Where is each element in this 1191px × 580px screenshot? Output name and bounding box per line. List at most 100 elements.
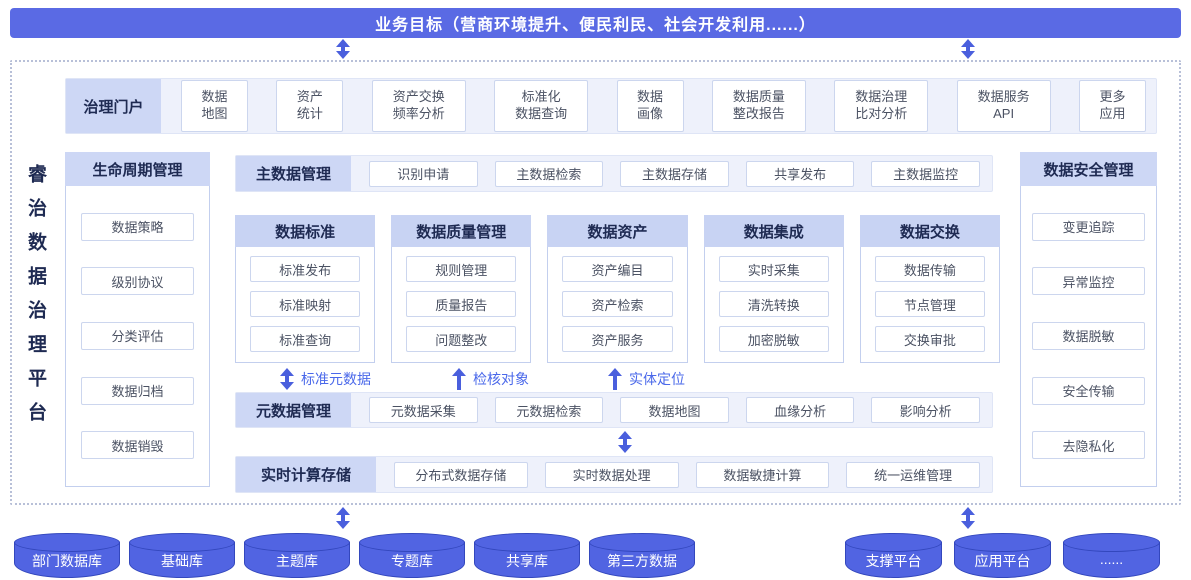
datasource-label: 主题库 (276, 553, 318, 569)
module-item: 交换审批 (874, 326, 985, 352)
flow-entity-location: 实体定位 (608, 367, 685, 391)
module-item: 资产检索 (562, 291, 673, 317)
datasource-cylinders: 部门数据库 基础库 主题库 专题库 共享库 第三方数据 (14, 533, 695, 578)
metadata-row-label: 元数据管理 (236, 393, 351, 427)
column-header: 数据交换 (859, 215, 1000, 247)
portal-item-data-profile: 数据 画像 (616, 80, 684, 132)
platform-label: 支撑平台 (865, 553, 922, 569)
portal-item-exchange-frequency: 资产交换 频率分析 (371, 80, 466, 132)
platform-container (10, 60, 1181, 505)
lifecycle-item: 分类评估 (81, 321, 194, 350)
arrow-shaft (613, 374, 617, 390)
arrow-shaft (623, 437, 627, 447)
security-item: 异常监控 (1032, 267, 1145, 296)
realtime-row-label: 实时计算存储 (236, 457, 376, 492)
realtime-computing-row: 实时计算存储 分布式数据存储 实时数据处理 数据敏捷计算 统一运维管理 (235, 456, 993, 493)
realtime-item: 统一运维管理 (846, 461, 980, 488)
portal-item-standardized-query: 标准化 数据查询 (494, 80, 589, 132)
bidirectional-arrow-icon (961, 507, 975, 529)
cylinder-top (244, 533, 350, 552)
cylinder-top (129, 533, 235, 552)
metadata-item: 血缘分析 (745, 397, 855, 423)
module-item: 实时采集 (718, 256, 829, 282)
lifecycle-column-body: 数据策略 级别协议 分类评估 数据归档 数据销毁 (65, 186, 210, 487)
datasource-label: 专题库 (391, 553, 433, 569)
column-body: 规则管理 质量报告 问题整改 (391, 247, 532, 363)
module-item: 规则管理 (406, 256, 517, 282)
datasource-cylinder: 部门数据库 (14, 533, 120, 578)
module-item: 质量报告 (406, 291, 517, 317)
module-item: 标准映射 (250, 291, 361, 317)
metadata-item: 数据地图 (620, 397, 729, 423)
cylinder-top (359, 533, 465, 552)
master-data-row: 主数据管理 识别申请 主数据检索 主数据存储 共享发布 主数据监控 (235, 155, 993, 192)
master-data-item: 共享发布 (745, 160, 855, 187)
lifecycle-item: 数据归档 (81, 376, 194, 405)
metadata-item: 影响分析 (871, 397, 980, 423)
master-data-item: 识别申请 (369, 160, 478, 187)
bidirectional-arrow-icon (336, 507, 350, 529)
master-data-items: 识别申请 主数据检索 主数据存储 共享发布 主数据监控 (351, 156, 992, 191)
data-exchange-column: 数据交换 数据传输 节点管理 交换审批 (859, 215, 1000, 363)
flow-check-object: 检核对象 (452, 367, 529, 391)
module-item: 问题整改 (406, 326, 517, 352)
flow-standard-metadata: 标准元数据 (280, 367, 371, 391)
business-goal-text: 业务目标（营商环境提升、便民利民、社会开发利用......） (375, 17, 816, 34)
security-item: 安全传输 (1032, 376, 1145, 405)
datasource-label: 部门数据库 (32, 553, 102, 569)
master-data-item: 主数据检索 (494, 160, 604, 187)
datasource-label: 共享库 (506, 553, 548, 569)
data-asset-column: 数据资产 资产编目 资产检索 资产服务 (547, 215, 688, 363)
bidirectional-arrow-icon (618, 431, 632, 453)
column-header: 数据质量管理 (391, 215, 532, 247)
platform-cylinder: 支撑平台 (845, 533, 942, 578)
metadata-item: 元数据采集 (369, 397, 478, 423)
arrow-shaft (341, 513, 345, 523)
cylinder-top (474, 533, 580, 552)
master-data-row-label: 主数据管理 (236, 156, 351, 191)
security-item: 去隐私化 (1032, 431, 1145, 460)
module-item: 节点管理 (874, 291, 985, 317)
cylinder-top (1063, 533, 1160, 552)
security-column-header: 数据安全管理 (1020, 152, 1157, 186)
module-item: 标准发布 (250, 256, 361, 282)
datasource-cylinder: 共享库 (474, 533, 580, 578)
platform-title: 睿治数据治理平台 (25, 164, 46, 436)
cylinder-top (589, 533, 695, 552)
portal-row-label: 治理门户 (66, 79, 161, 133)
column-header: 数据标准 (235, 215, 376, 247)
arrow-shaft (966, 513, 970, 523)
platform-cylinder: ...... (1063, 533, 1160, 578)
realtime-item: 数据敏捷计算 (695, 461, 830, 488)
data-security-column: 数据安全管理 变更追踪 异常监控 数据脱敏 安全传输 去隐私化 (1020, 152, 1157, 487)
cylinder-top (845, 533, 942, 552)
portal-item-quality-report: 数据质量 整改报告 (711, 80, 806, 132)
data-standard-column: 数据标准 标准发布 标准映射 标准查询 (235, 215, 376, 363)
security-column-body: 变更追踪 异常监控 数据脱敏 安全传输 去隐私化 (1020, 186, 1157, 487)
lifecycle-management-column: 生命周期管理 数据策略 级别协议 分类评估 数据归档 数据销毁 (65, 152, 210, 487)
arrow-up-icon (608, 368, 622, 390)
lifecycle-item: 级别协议 (81, 267, 194, 296)
column-body: 资产编目 资产检索 资产服务 (547, 247, 688, 363)
platform-label: 应用平台 (974, 553, 1031, 569)
portal-item-data-service-api: 数据服务 API (956, 80, 1051, 132)
column-body: 数据传输 节点管理 交换审批 (859, 247, 1000, 363)
cylinder-top (14, 533, 120, 552)
module-columns: 数据标准 标准发布 标准映射 标准查询 数据质量管理 规则管理 质量报告 问题整… (235, 215, 1000, 363)
bidirectional-arrow-icon (336, 39, 350, 59)
datasource-label: 第三方数据 (607, 553, 677, 569)
portal-items: 数据 地图 资产 统计 资产交换 频率分析 标准化 数据查询 数据 画像 数据质… (173, 79, 1150, 133)
flow-label: 标准元数据 (301, 371, 371, 387)
bidirectional-arrow-icon (961, 39, 975, 59)
arrow-shaft (285, 374, 289, 384)
cylinder-top (954, 533, 1051, 552)
security-item: 变更追踪 (1032, 212, 1145, 241)
lifecycle-item: 数据策略 (81, 212, 194, 241)
column-body: 标准发布 标准映射 标准查询 (235, 247, 376, 363)
portal-item-governance-compare: 数据治理 比对分析 (834, 80, 929, 132)
module-item: 标准查询 (250, 326, 361, 352)
portal-item-data-map: 数据 地图 (181, 80, 248, 132)
data-quality-column: 数据质量管理 规则管理 质量报告 问题整改 (391, 215, 532, 363)
metadata-items: 元数据采集 元数据检索 数据地图 血缘分析 影响分析 (351, 393, 992, 427)
